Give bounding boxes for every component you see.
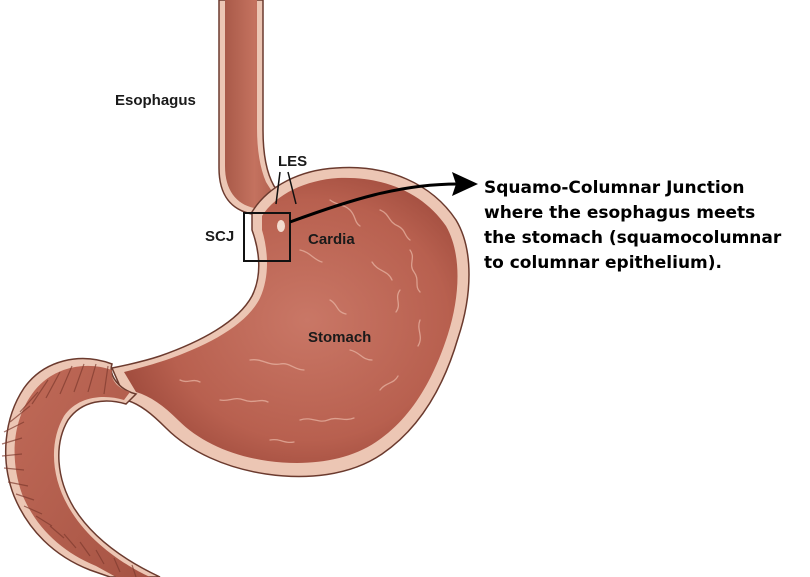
- label-stomach: Stomach: [308, 329, 371, 346]
- scj-lumen: [277, 220, 285, 232]
- scj-callout-text: Squamo-Columnar Junction where the esoph…: [484, 176, 804, 276]
- label-esophagus: Esophagus: [115, 92, 196, 109]
- callout-line: where the esophagus meets: [484, 201, 804, 226]
- esophagus-inner: [225, 0, 284, 208]
- callout-line: Squamo-Columnar Junction: [484, 176, 804, 201]
- label-les: LES: [278, 153, 307, 170]
- callout-line: to columnar epithelium).: [484, 251, 804, 276]
- callout-line: the stomach (squamocolumnar: [484, 226, 804, 251]
- label-scj: SCJ: [205, 228, 234, 245]
- label-cardia: Cardia: [308, 231, 355, 248]
